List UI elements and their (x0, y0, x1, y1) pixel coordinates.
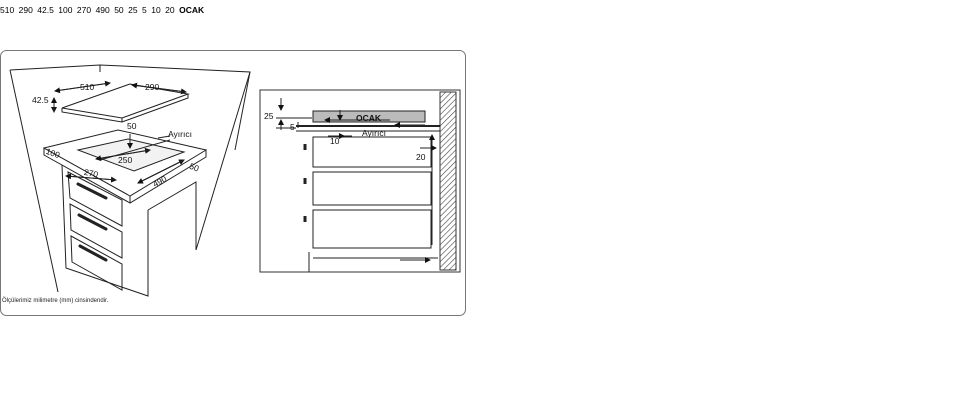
dim-50-top: 50 (127, 121, 137, 131)
drawer-2 (69, 203, 123, 259)
panel-1-section-view (259, 89, 461, 273)
section-drawer-3 (312, 209, 432, 249)
dim-290-2: 290 (18, 5, 33, 15)
dim-100-2: 100 (58, 5, 73, 15)
panel-2: 510 290 42.5 100 270 490 50 (0, 0, 204, 17)
hob-section (312, 110, 426, 123)
separator-label-iso: Ayırıcı (168, 129, 192, 139)
dim-42-5: 42.5 (32, 95, 49, 105)
section-drawer-2 (312, 171, 432, 206)
dim-270-2: 270 (76, 5, 92, 15)
separator-label-section: Ayırıcı (362, 128, 386, 138)
wall-outline (9, 64, 251, 251)
panel-1-iso-view (9, 64, 251, 297)
section-drawer-1 (312, 136, 432, 168)
dim-50-2: 50 (114, 5, 124, 15)
dim-5: 5 (290, 122, 295, 132)
panel-2-frame: 510 290 42.5 100 270 490 50 (0, 0, 204, 17)
dim-250: 250 (118, 155, 132, 165)
dim-50-side: 50 (188, 161, 201, 174)
dim-10: 10 (330, 136, 340, 146)
dim-290: 290 (145, 82, 159, 92)
dim-10-2: 10 (151, 5, 161, 15)
drawer-1 (67, 171, 123, 227)
dim-25: 25 (264, 111, 274, 121)
dim-100: 100 (45, 146, 62, 160)
dim-20: 20 (416, 152, 426, 162)
dim-25-2: 25 (128, 5, 138, 15)
hob-label-2: OCAK (179, 5, 205, 15)
dim-270: 270 (83, 167, 99, 180)
footnote: Ölçülerimiz milimetre (mm) cinsindendir. (2, 298, 109, 304)
hob-cutout (76, 138, 186, 172)
dim-5-2: 5 (142, 5, 147, 15)
dim-42-5-2: 42.5 (37, 5, 54, 15)
dim-510: 510 (80, 82, 94, 92)
hob-label: OCAK (356, 113, 382, 123)
dim-20-2: 20 (165, 5, 175, 15)
panel-1: 510 290 42.5 50 Ayırıcı 250 100 270 490 … (0, 50, 466, 316)
wall-hatch (439, 91, 457, 271)
dim-490-2: 490 (95, 5, 110, 15)
dim-510-2: 510 (0, 5, 15, 15)
drawer-3 (70, 235, 123, 291)
